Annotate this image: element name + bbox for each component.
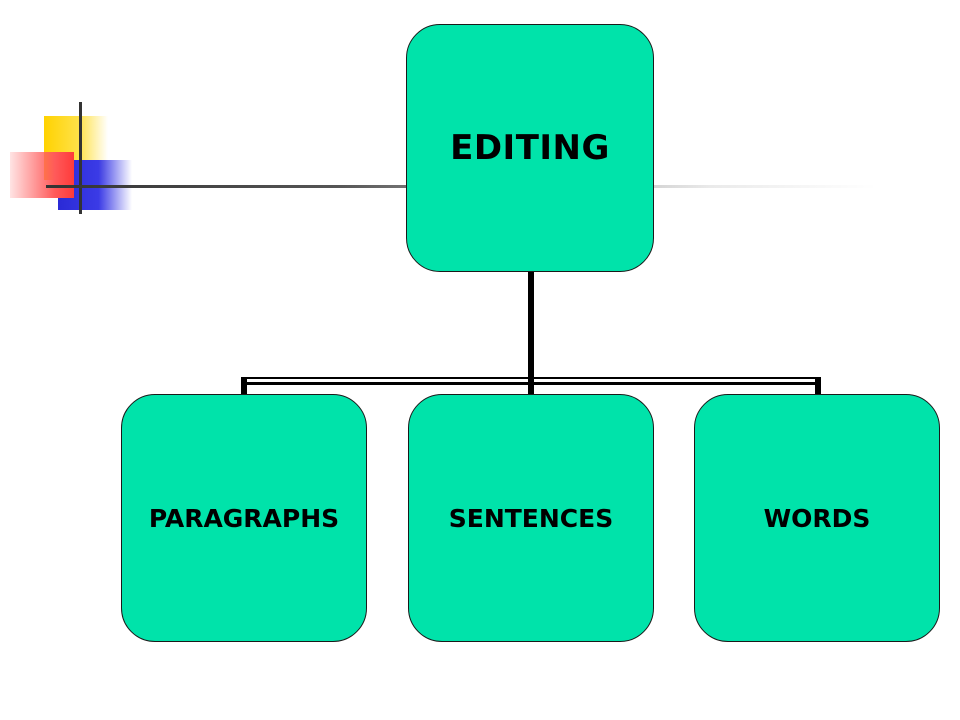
node-editing[interactable]: EDITING — [406, 24, 654, 272]
node-paragraphs[interactable]: PARAGRAPHS — [121, 394, 367, 642]
yellow-square-shape — [44, 116, 108, 180]
node-sentences[interactable]: SENTENCES — [408, 394, 654, 642]
node-paragraphs-label: PARAGRAPHS — [148, 503, 340, 533]
node-editing-label: EDITING — [450, 128, 610, 168]
connector-trunk — [528, 271, 534, 383]
node-words[interactable]: WORDS — [694, 394, 940, 642]
node-words-label: WORDS — [763, 503, 871, 533]
connector-drop-words — [815, 377, 821, 397]
connector-drop-paragraphs — [241, 377, 247, 397]
vertical-rule-line — [79, 102, 82, 214]
red-square-shape — [10, 152, 74, 198]
node-sentences-label: SENTENCES — [448, 503, 614, 533]
connector-drop-sentences — [528, 377, 534, 397]
blue-square-shape — [58, 160, 132, 210]
